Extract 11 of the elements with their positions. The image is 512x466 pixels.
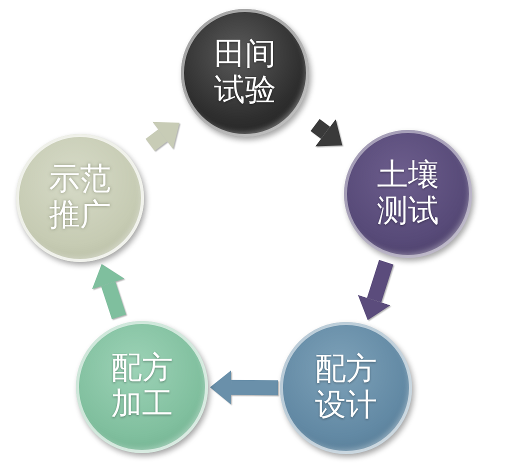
- step-label: 田间试验: [213, 37, 277, 109]
- step-label: 配方加工: [110, 351, 174, 423]
- step-label: 配方设计: [314, 352, 378, 424]
- arrow: [358, 260, 394, 320]
- step-label: 土壤测试: [376, 158, 440, 230]
- step-label: 示范推广: [48, 162, 112, 234]
- step-circle: [344, 130, 472, 258]
- arrow: [146, 122, 180, 151]
- step-circle: [181, 9, 309, 137]
- arrow: [310, 119, 342, 146]
- arrow: [210, 370, 278, 404]
